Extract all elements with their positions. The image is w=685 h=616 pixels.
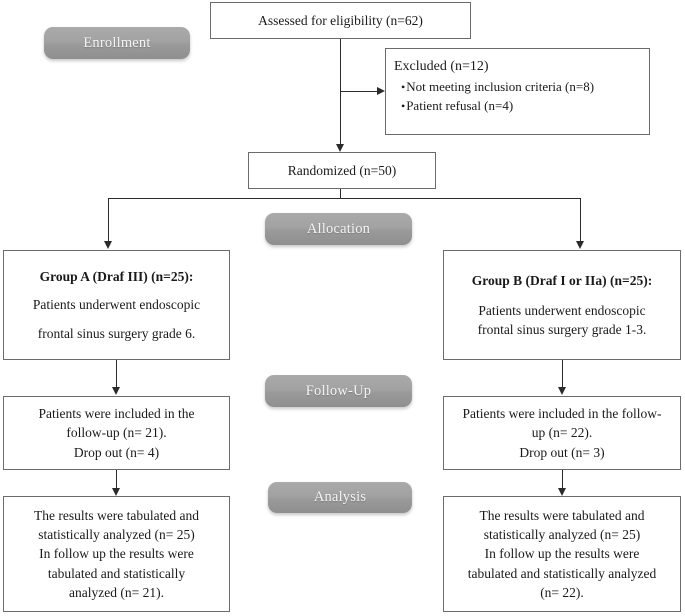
stage-badge-allocation-label: Allocation (306, 220, 371, 237)
stage-badge-enrollment: Enrollment (44, 27, 190, 59)
group-b-line: frontal sinus surgery grade 1-3. (477, 322, 647, 338)
group-a-analysis-line: In follow up the results were (39, 546, 194, 562)
group-a-analysis-line: tabulated and statistically (47, 565, 186, 581)
group-a-followup-line: Drop out (n= 4) (73, 444, 160, 460)
group-a-line: Patients underwent endoscopic (32, 297, 201, 313)
group-b-analysis-line: (n= 22). (540, 584, 584, 600)
group-a-heading: Group A (Draf III) (n=25): (39, 269, 194, 285)
group-b-followup-line: Drop out (n= 3) (519, 444, 605, 460)
group-b-analysis-line: statistically analyzed (n= 25) (483, 527, 641, 543)
connector-randomized-stem (340, 189, 341, 199)
connector-to-excluded (340, 91, 378, 92)
group-a-line: frontal sinus surgery grade 6. (37, 325, 196, 341)
box-group-b-analysis: The results were tabulated and statistic… (443, 496, 681, 612)
group-a-followup-line: follow-up (n= 21). (66, 425, 167, 441)
group-b-analysis-line: tabulated and statistically analyzed (467, 565, 657, 581)
excluded-reason-list: Not meeting inclusion criteria (n=8) Pat… (394, 77, 645, 116)
box-group-b-allocation: Group B (Draf I or IIa) (n=25): Patients… (443, 250, 681, 360)
arrowhead-excluded (377, 86, 385, 95)
box-group-a-followup: Patients were included in the follow-up … (3, 396, 230, 470)
stage-badge-allocation: Allocation (265, 213, 412, 245)
box-group-a-analysis: The results were tabulated and statistic… (3, 496, 230, 612)
arrowhead-group-a (103, 241, 112, 249)
connector-group-b-to-analysis (562, 470, 563, 490)
connector-to-group-a (108, 198, 109, 242)
assessed-text: Assessed for eligibility (n=62) (258, 12, 423, 28)
box-assessed-for-eligibility: Assessed for eligibility (n=62) (210, 2, 471, 39)
box-group-a-allocation: Group A (Draf III) (n=25): Patients unde… (3, 250, 230, 360)
arrowhead-group-a-analysis (111, 488, 120, 496)
connector-group-a-to-followup (116, 360, 117, 389)
group-a-followup-line: Patients were included in the (38, 406, 195, 422)
group-b-followup-line: up (n= 22). (531, 425, 593, 441)
arrowhead-group-b-followup (557, 387, 566, 395)
randomized-text: Randomized (n=50) (287, 162, 397, 178)
arrowhead-group-a-followup (111, 387, 120, 395)
excluded-reason-item: Patient refusal (n=4) (394, 96, 645, 116)
group-b-heading: Group B (Draf I or IIa) (n=25): (471, 272, 653, 288)
box-excluded: Excluded (n=12) Not meeting inclusion cr… (385, 48, 650, 135)
stage-badge-analysis-label: Analysis (313, 489, 367, 505)
stage-badge-follow-up-label: Follow-Up (305, 382, 372, 399)
group-b-analysis-line: In follow up the results were (484, 546, 640, 562)
box-randomized: Randomized (n=50) (248, 152, 436, 189)
connector-assessed-to-randomized (340, 39, 341, 146)
group-b-followup-line: Patients were included in the follow- (462, 406, 662, 422)
connector-group-b-to-followup (562, 360, 563, 389)
stage-badge-follow-up: Follow-Up (265, 375, 412, 407)
group-b-line: Patients underwent endoscopic (478, 302, 646, 318)
arrowhead-group-b-analysis (557, 488, 566, 496)
arrowhead-group-b (575, 241, 584, 249)
box-group-b-followup: Patients were included in the follow- up… (443, 396, 681, 470)
group-a-analysis-line: analyzed (n= 21). (69, 584, 164, 600)
excluded-heading: Excluded (n=12) (394, 59, 489, 74)
stage-badge-analysis: Analysis (268, 482, 412, 513)
connector-to-group-b (580, 198, 581, 242)
connector-allocation-bridge (108, 198, 581, 199)
connector-group-a-to-analysis (116, 470, 117, 490)
group-b-analysis-line: The results were tabulated and (479, 508, 645, 524)
group-a-analysis-line: The results were tabulated and (34, 508, 199, 524)
group-a-analysis-line: statistically analyzed (n= 25) (38, 527, 195, 543)
excluded-reason-item: Not meeting inclusion criteria (n=8) (394, 77, 645, 97)
stage-badge-enrollment-label: Enrollment (83, 34, 151, 51)
arrowhead-randomized (335, 144, 344, 152)
